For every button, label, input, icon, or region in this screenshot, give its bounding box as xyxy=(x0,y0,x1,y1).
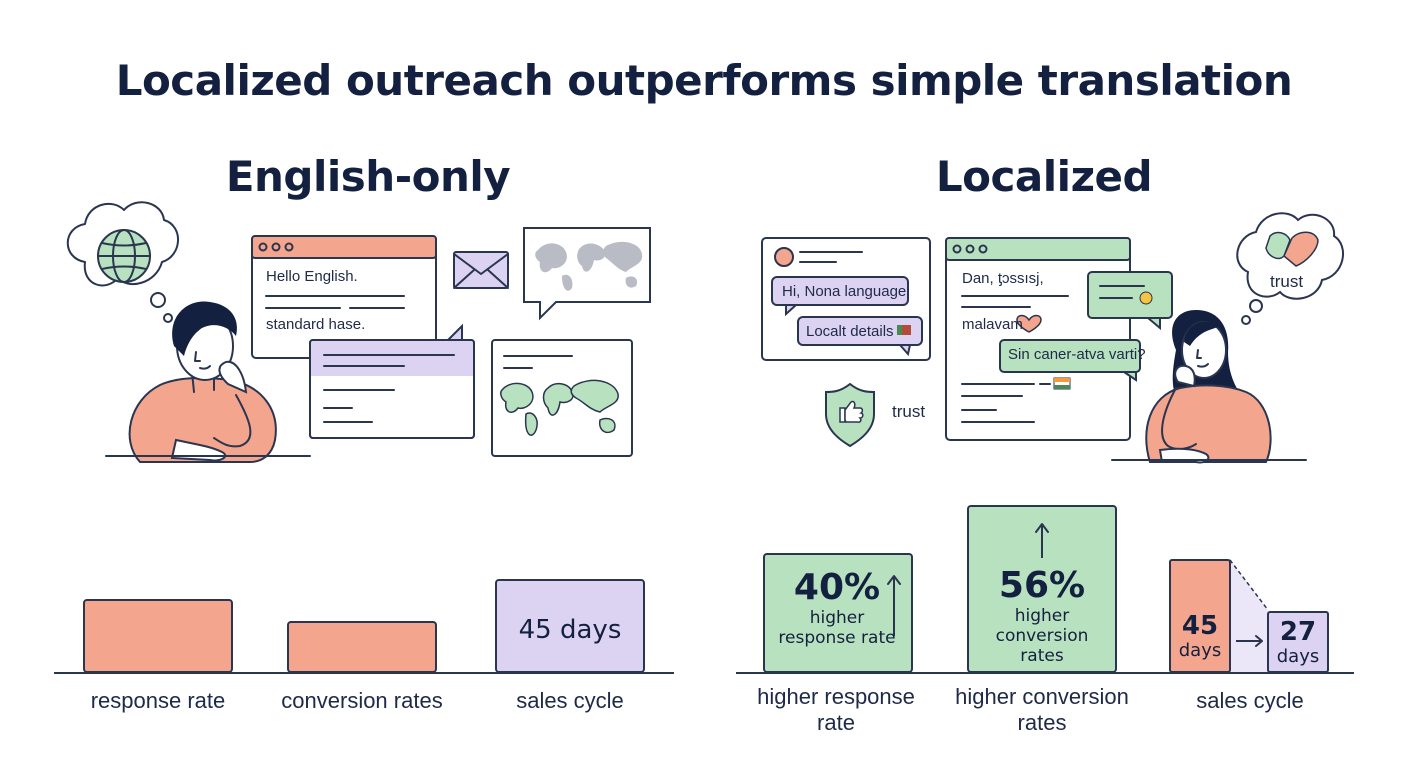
page-title: Localized outreach outperforms simple tr… xyxy=(115,56,1293,105)
label-sales-cycle-right: sales cycle xyxy=(1196,688,1304,713)
sales-cycle-value-left: 45 days xyxy=(518,615,622,645)
trust-thought-bubble xyxy=(1236,212,1344,325)
trust-badge-label: trust xyxy=(892,402,926,421)
envelope-icon xyxy=(453,251,509,289)
bar-conversion-rates-left xyxy=(287,621,437,673)
response-rate-value: 40% xyxy=(793,567,881,608)
world-map-bubble xyxy=(523,227,651,321)
globe-icon xyxy=(97,229,151,283)
localized-question: Sin caner-atva varti? xyxy=(1008,346,1146,363)
trust-thought-label: trust xyxy=(1270,272,1304,291)
left-bar-chart xyxy=(54,579,674,674)
english-email-card xyxy=(251,235,437,359)
conversion-rate-desc: higher conversion rates xyxy=(995,606,1089,666)
question-bubble-green xyxy=(999,339,1141,382)
localized-heading: Localized xyxy=(935,152,1153,201)
label-response-rate-left: response rate xyxy=(90,688,226,713)
english-card-body: standard hase. xyxy=(266,316,366,333)
world-map-card xyxy=(491,339,633,457)
thinking-person-right xyxy=(1111,310,1307,464)
arrow-up-icon xyxy=(1035,523,1049,558)
response-rate-desc: higher response rate xyxy=(778,608,896,648)
handshake-icon xyxy=(1265,231,1319,267)
english-only-heading: English-only xyxy=(225,152,511,201)
chat-message-2: Localt details xyxy=(806,323,894,340)
sales-cycle-after-text: 27 days xyxy=(1276,617,1320,667)
shield-thumbs-up-icon xyxy=(825,382,875,448)
label-response-rate-right: higher response rate xyxy=(757,684,915,735)
arrow-up-icon xyxy=(887,575,901,636)
conversion-rate-bar-text: 56% higher conversion rates xyxy=(980,565,1104,667)
bar-response-rate-left xyxy=(83,599,233,673)
localized-chat-window xyxy=(761,237,931,361)
generic-message-card xyxy=(309,323,475,439)
reply-bubble-green xyxy=(1087,271,1173,331)
label-sales-cycle-left: sales cycle xyxy=(516,688,624,713)
label-conversion-rates-right: higher conversion rates xyxy=(955,684,1129,735)
sales-cycle-before-text: 45 days xyxy=(1178,611,1222,661)
arrow-right-icon xyxy=(1236,635,1263,647)
right-bar-chart xyxy=(736,505,1354,674)
localized-card-body: malavam xyxy=(962,316,1023,333)
conversion-rate-value: 56% xyxy=(998,565,1086,606)
chat-message-1: Hi, Nona language xyxy=(782,283,907,300)
thinking-person-left xyxy=(105,301,311,463)
english-card-greeting: Hello English. xyxy=(266,268,358,285)
label-conversion-rates-left: conversion rates xyxy=(281,688,443,713)
localized-card-greeting: Dan, ƫɔssısj, xyxy=(962,270,1044,287)
response-rate-bar-text: 40% higher response rate xyxy=(776,567,898,649)
